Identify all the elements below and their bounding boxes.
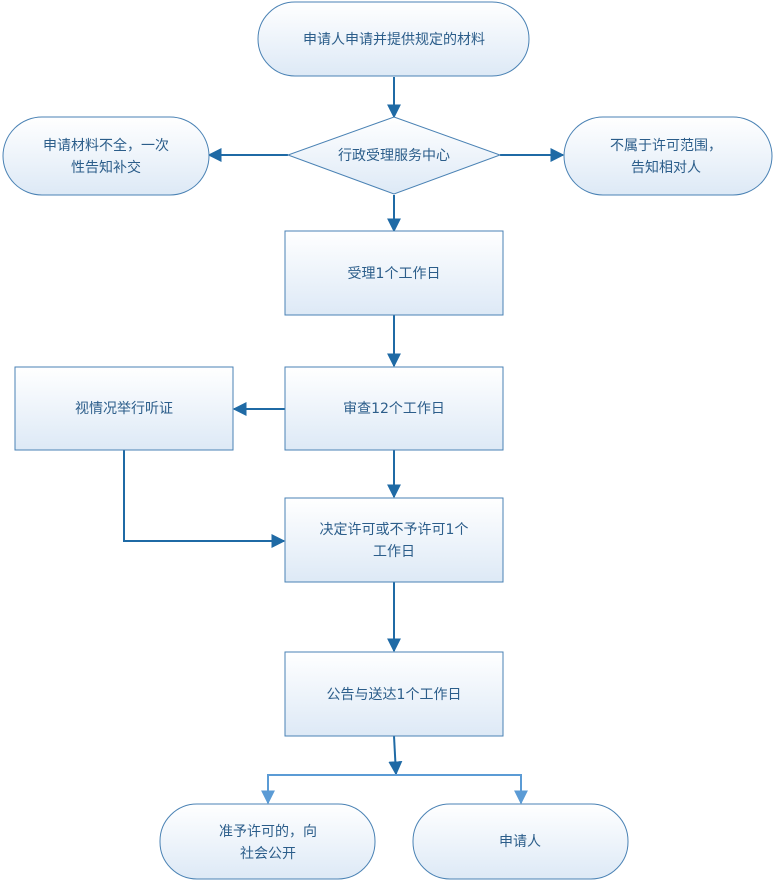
- node-decision-label-line2: 工作日: [373, 544, 415, 560]
- node-announce-shape: [284, 651, 504, 737]
- node-incomplete: 申请材料不全，一次 性告知补交: [2, 116, 210, 196]
- node-out-of-scope-shape: [563, 116, 773, 196]
- node-hearing: 视情况举行听证: [14, 366, 234, 451]
- node-applicant-label: 申请人: [499, 834, 541, 850]
- node-out-of-scope: 不属于许可范围， 告知相对人: [563, 116, 773, 196]
- node-review: 审查12个工作日: [284, 366, 504, 451]
- node-center: 行政受理服务中心: [286, 116, 502, 195]
- node-announce-label: 公告与送达1个工作日: [327, 687, 462, 703]
- node-public: 准予许可的，向 社会公开: [159, 803, 376, 880]
- node-public-label-line1: 准予许可的，向: [219, 824, 317, 840]
- node-hearing-label: 视情况举行听证: [75, 401, 173, 417]
- node-review-shape: [284, 366, 504, 451]
- node-decision: 决定许可或不予许可1个 工作日: [284, 497, 504, 583]
- node-applicant-shape: [412, 803, 629, 880]
- node-accept: 受理1个工作日: [284, 230, 504, 316]
- node-center-label: 行政受理服务中心: [338, 148, 450, 164]
- connectors: [123, 77, 565, 805]
- node-applicant: 申请人: [412, 803, 629, 880]
- node-out-of-scope-label-line1: 不属于许可范围，: [610, 137, 722, 154]
- node-center-shape: [286, 116, 502, 195]
- arrow-announce-to-split: [388, 735, 403, 776]
- node-public-label-line2: 社会公开: [240, 846, 296, 862]
- node-start-shape: [257, 1, 530, 77]
- arrow-hearing-to-decision: [123, 450, 286, 548]
- arrow-split-to-public: [261, 774, 396, 805]
- node-public-shape: [159, 803, 376, 880]
- node-incomplete-label-line1: 申请材料不全，一次: [43, 137, 169, 154]
- node-start: 申请人申请并提供规定的材料: [257, 1, 530, 77]
- node-incomplete-label-line2: 性告知补交: [71, 159, 141, 176]
- node-incomplete-shape: [2, 116, 210, 196]
- node-accept-shape: [284, 230, 504, 316]
- node-announce: 公告与送达1个工作日: [284, 651, 504, 737]
- node-decision-label-line1: 决定许可或不予许可1个: [320, 522, 469, 538]
- node-hearing-shape: [14, 366, 234, 451]
- node-review-label: 审查12个工作日: [343, 401, 445, 417]
- node-start-label: 申请人申请并提供规定的材料: [303, 32, 485, 48]
- node-out-of-scope-label-line2: 告知相对人: [631, 159, 701, 176]
- node-decision-shape: [284, 497, 504, 583]
- node-accept-label: 受理1个工作日: [348, 266, 441, 282]
- arrow-split-to-applicant: [396, 774, 528, 805]
